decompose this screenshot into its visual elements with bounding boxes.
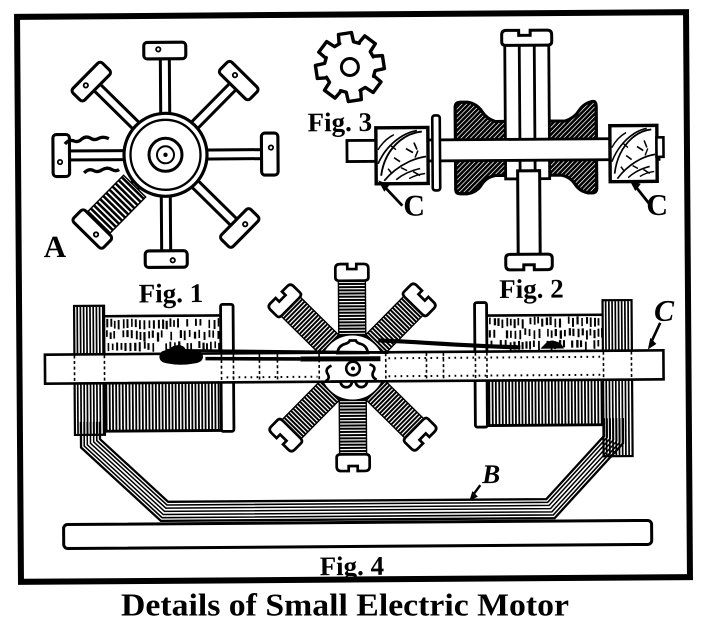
svg-text:Details of Small Electric Moto: Details of Small Electric Motor xyxy=(121,587,569,623)
svg-text:Fig. 1: Fig. 1 xyxy=(139,278,204,308)
svg-text:A: A xyxy=(44,229,67,264)
svg-text:Fig. 3: Fig. 3 xyxy=(307,107,372,137)
svg-text:Fig. 4: Fig. 4 xyxy=(320,551,385,581)
svg-text:C: C xyxy=(646,189,668,222)
svg-text:C: C xyxy=(654,295,675,328)
svg-text:B: B xyxy=(481,459,500,489)
svg-text:Fig. 2: Fig. 2 xyxy=(499,274,564,304)
svg-text:C: C xyxy=(403,189,425,222)
